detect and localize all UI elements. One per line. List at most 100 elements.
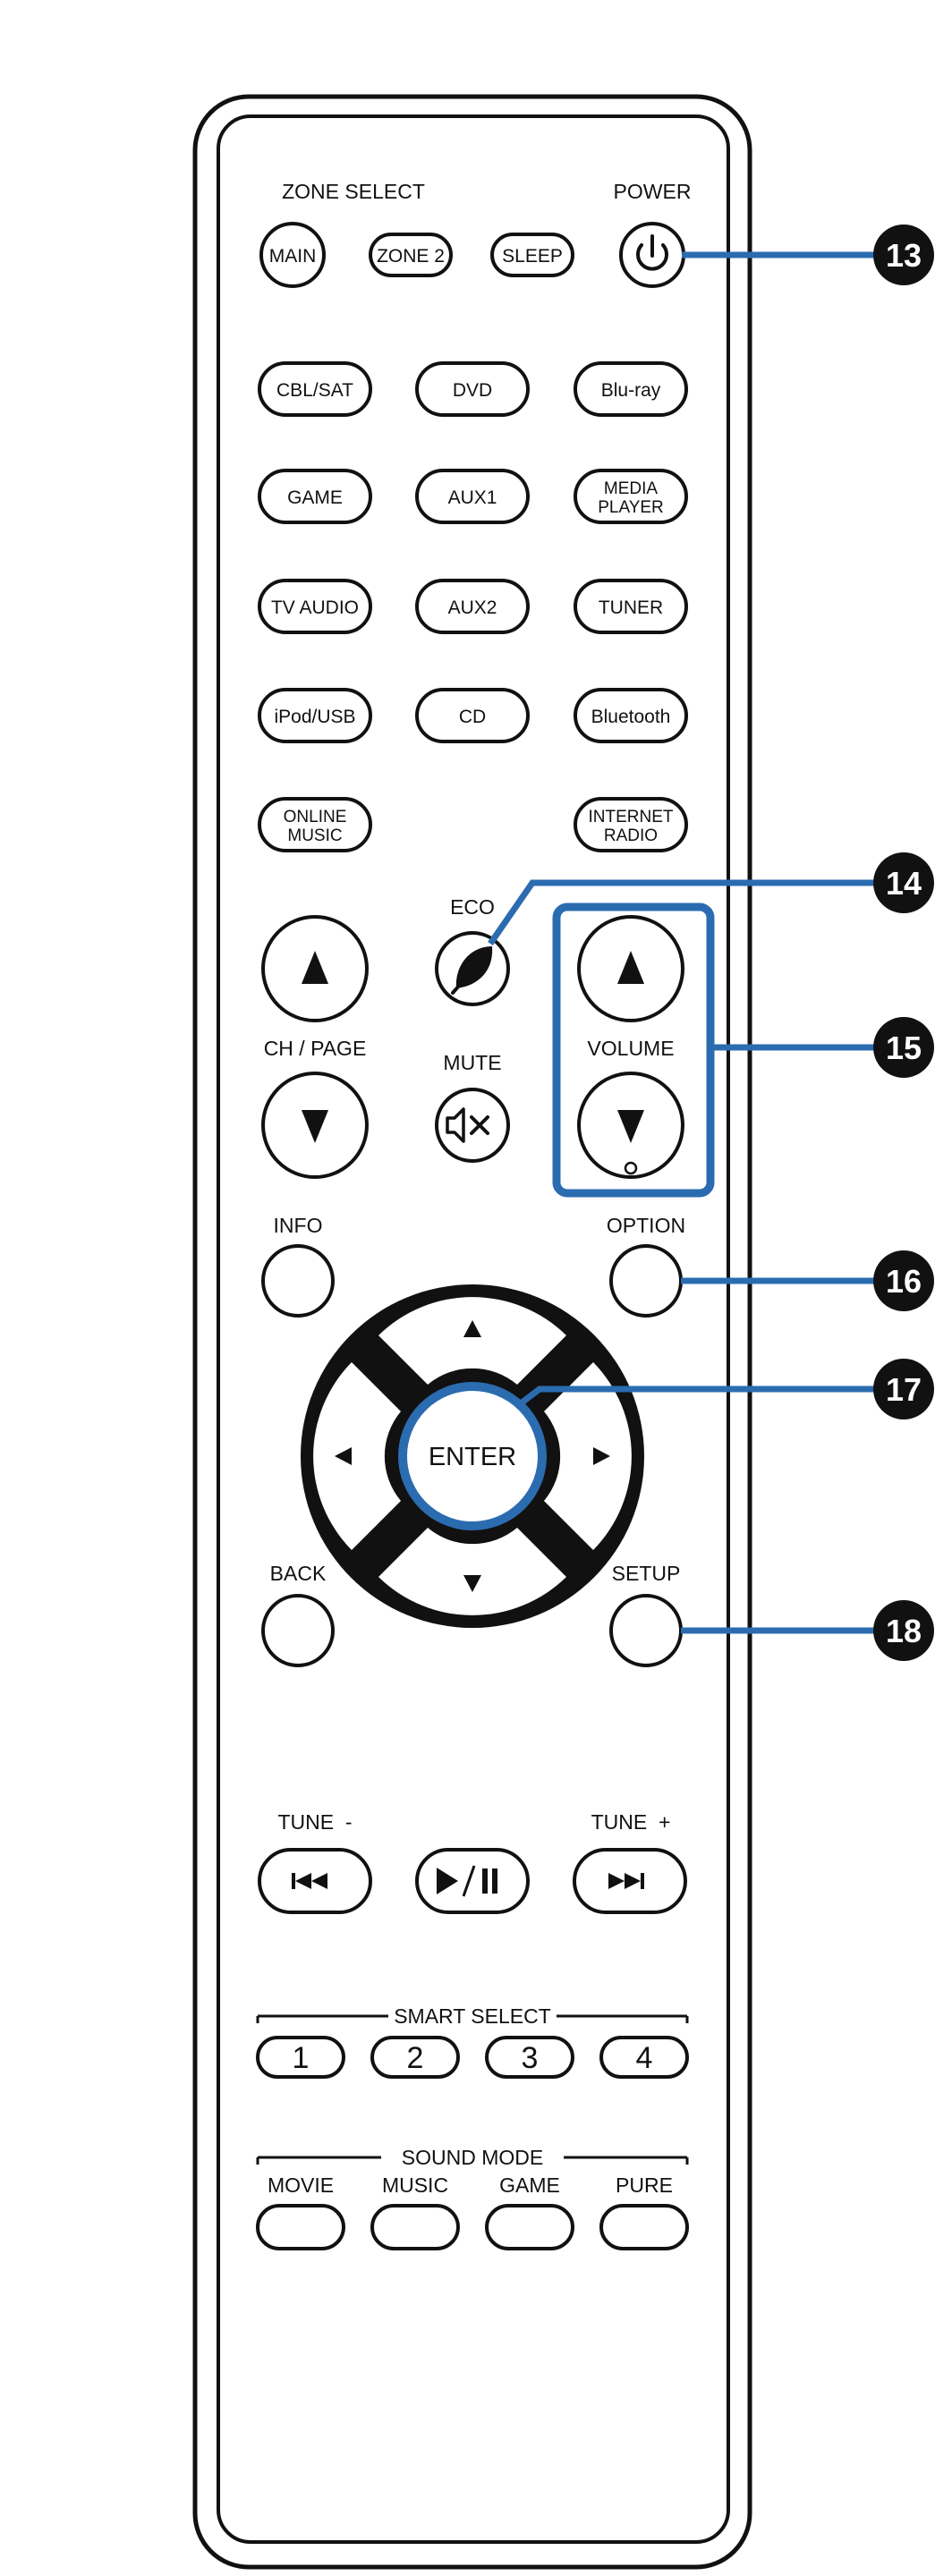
ch-up-button[interactable] — [261, 915, 369, 1022]
dpad-right[interactable] — [544, 1362, 632, 1550]
aux2-button-label: AUX2 — [448, 597, 497, 618]
dvd-button[interactable]: DVD — [415, 361, 530, 417]
online-music-button-label-line: MUSIC — [287, 826, 342, 845]
ipod-usb-button[interactable]: iPod/USB — [258, 688, 372, 743]
sound-mode-pure-label: PURE — [616, 2174, 673, 2197]
ch-page-label: CH / PAGE — [264, 1037, 367, 1060]
power-button[interactable] — [619, 222, 685, 288]
callout-16: 16 — [681, 1250, 934, 1311]
sound-mode-game-button[interactable] — [485, 2204, 574, 2250]
smart-select-1-label: 1 — [293, 2041, 310, 2075]
aux1-button[interactable]: AUX1 — [415, 469, 530, 524]
game-button[interactable]: GAME — [258, 469, 372, 524]
zone2-button-label: ZONE 2 — [377, 246, 445, 267]
mute-icon — [446, 1107, 489, 1143]
sound-mode-movie-label: MOVIE — [268, 2174, 334, 2197]
mute-button[interactable] — [435, 1088, 510, 1163]
ch-down-button[interactable] — [261, 1072, 369, 1179]
internet-radio-button-label-line: RADIO — [604, 826, 658, 845]
cd-button[interactable]: CD — [415, 688, 530, 743]
info-button[interactable] — [261, 1244, 335, 1318]
smart-select-2-button[interactable]: 2 — [370, 2036, 460, 2079]
cbl-sat-button[interactable]: CBL/SAT — [258, 361, 372, 417]
leaf-icon — [451, 946, 493, 995]
game-button-label: GAME — [287, 487, 343, 508]
dpad-down[interactable] — [378, 1528, 566, 1615]
bluetooth-button[interactable]: Bluetooth — [574, 688, 688, 743]
internet-radio-button-label-line: INTERNET — [589, 808, 674, 826]
play-pause-icon — [437, 1865, 497, 1897]
sleep-button[interactable]: SLEEP — [490, 233, 574, 277]
prev-button[interactable] — [258, 1848, 372, 1914]
callout-18-number: 18 — [886, 1613, 922, 1649]
callout-13-number: 13 — [886, 237, 922, 274]
arrow-down-icon — [463, 1575, 481, 1592]
arrow-right-icon — [593, 1447, 610, 1465]
blu-ray-button[interactable]: Blu-ray — [574, 361, 688, 417]
bluetooth-button-label: Bluetooth — [591, 707, 671, 727]
smart-select-4-label: 4 — [636, 2041, 653, 2075]
tuner-button[interactable]: TUNER — [574, 579, 688, 634]
volume-up-button[interactable] — [577, 915, 684, 1022]
back-button[interactable] — [261, 1594, 335, 1667]
dvd-button-label: DVD — [453, 380, 492, 401]
eco-label: ECO — [450, 895, 495, 919]
zone-select-label: ZONE SELECT — [282, 180, 425, 203]
dpad-up[interactable] — [378, 1297, 566, 1385]
arrow-left-icon — [335, 1447, 352, 1465]
sleep-button-label: SLEEP — [502, 246, 563, 267]
sound-mode-pure-button[interactable] — [599, 2204, 689, 2250]
sound-mode-music-button[interactable] — [370, 2204, 460, 2250]
arrow-up-icon — [463, 1320, 481, 1337]
sound-mode-music-label: MUSIC — [382, 2174, 448, 2197]
blu-ray-button-label: Blu-ray — [601, 380, 661, 401]
callout-13: 13 — [682, 225, 934, 285]
sound-mode-divider — [256, 2156, 689, 2165]
remote-body-inner — [217, 114, 730, 2544]
smart-select-1-button[interactable]: 1 — [256, 2036, 345, 2079]
setup-button[interactable] — [609, 1594, 683, 1667]
skip-forward-icon — [608, 1873, 644, 1889]
enter-button[interactable]: ENTER — [398, 1382, 547, 1530]
tune-plus-label: TUNE + — [591, 1810, 671, 1834]
callout-14-number: 14 — [886, 865, 922, 902]
skip-back-icon — [292, 1873, 327, 1889]
ipod-usb-button-label: iPod/USB — [274, 707, 355, 727]
option-button[interactable] — [609, 1244, 683, 1318]
cd-button-label: CD — [459, 707, 486, 727]
smart-select-4-button[interactable]: 4 — [599, 2036, 689, 2079]
tv-audio-button[interactable]: TV AUDIO — [258, 579, 372, 634]
callout-15-number: 15 — [886, 1030, 922, 1066]
main-button[interactable]: MAIN — [259, 222, 326, 288]
callout-18: 18 — [681, 1600, 934, 1661]
smart-select-3-button[interactable]: 3 — [485, 2036, 574, 2079]
smart-select-label: SMART SELECT — [394, 2004, 551, 2028]
sound-mode-movie-button[interactable] — [256, 2204, 345, 2250]
play-pause-button[interactable] — [415, 1848, 530, 1914]
smart-select-divider — [256, 2014, 689, 2023]
enter-button-label: ENTER — [429, 1443, 516, 1471]
cbl-sat-button-label: CBL/SAT — [276, 380, 353, 401]
callout-15: 15 — [710, 1017, 934, 1078]
triangle-down-icon — [617, 1110, 644, 1143]
triangle-up-icon — [617, 951, 644, 984]
aux2-button[interactable]: AUX2 — [415, 579, 530, 634]
dpad-left[interactable] — [313, 1362, 401, 1550]
tv-audio-button-label: TV AUDIO — [271, 597, 359, 618]
next-button[interactable] — [573, 1848, 687, 1914]
tuner-button-label: TUNER — [599, 597, 663, 618]
option-label: OPTION — [607, 1214, 685, 1237]
power-label: POWER — [614, 180, 692, 203]
callout-17: 17 — [514, 1359, 934, 1419]
back-label: BACK — [270, 1562, 327, 1585]
volume-down-button[interactable] — [577, 1072, 684, 1179]
mute-label: MUTE — [443, 1051, 501, 1074]
zone2-button[interactable]: ZONE 2 — [369, 233, 453, 277]
sound-mode-label: SOUND MODE — [402, 2146, 543, 2169]
eco-button[interactable] — [435, 931, 510, 1006]
triangle-down-icon — [302, 1110, 328, 1143]
